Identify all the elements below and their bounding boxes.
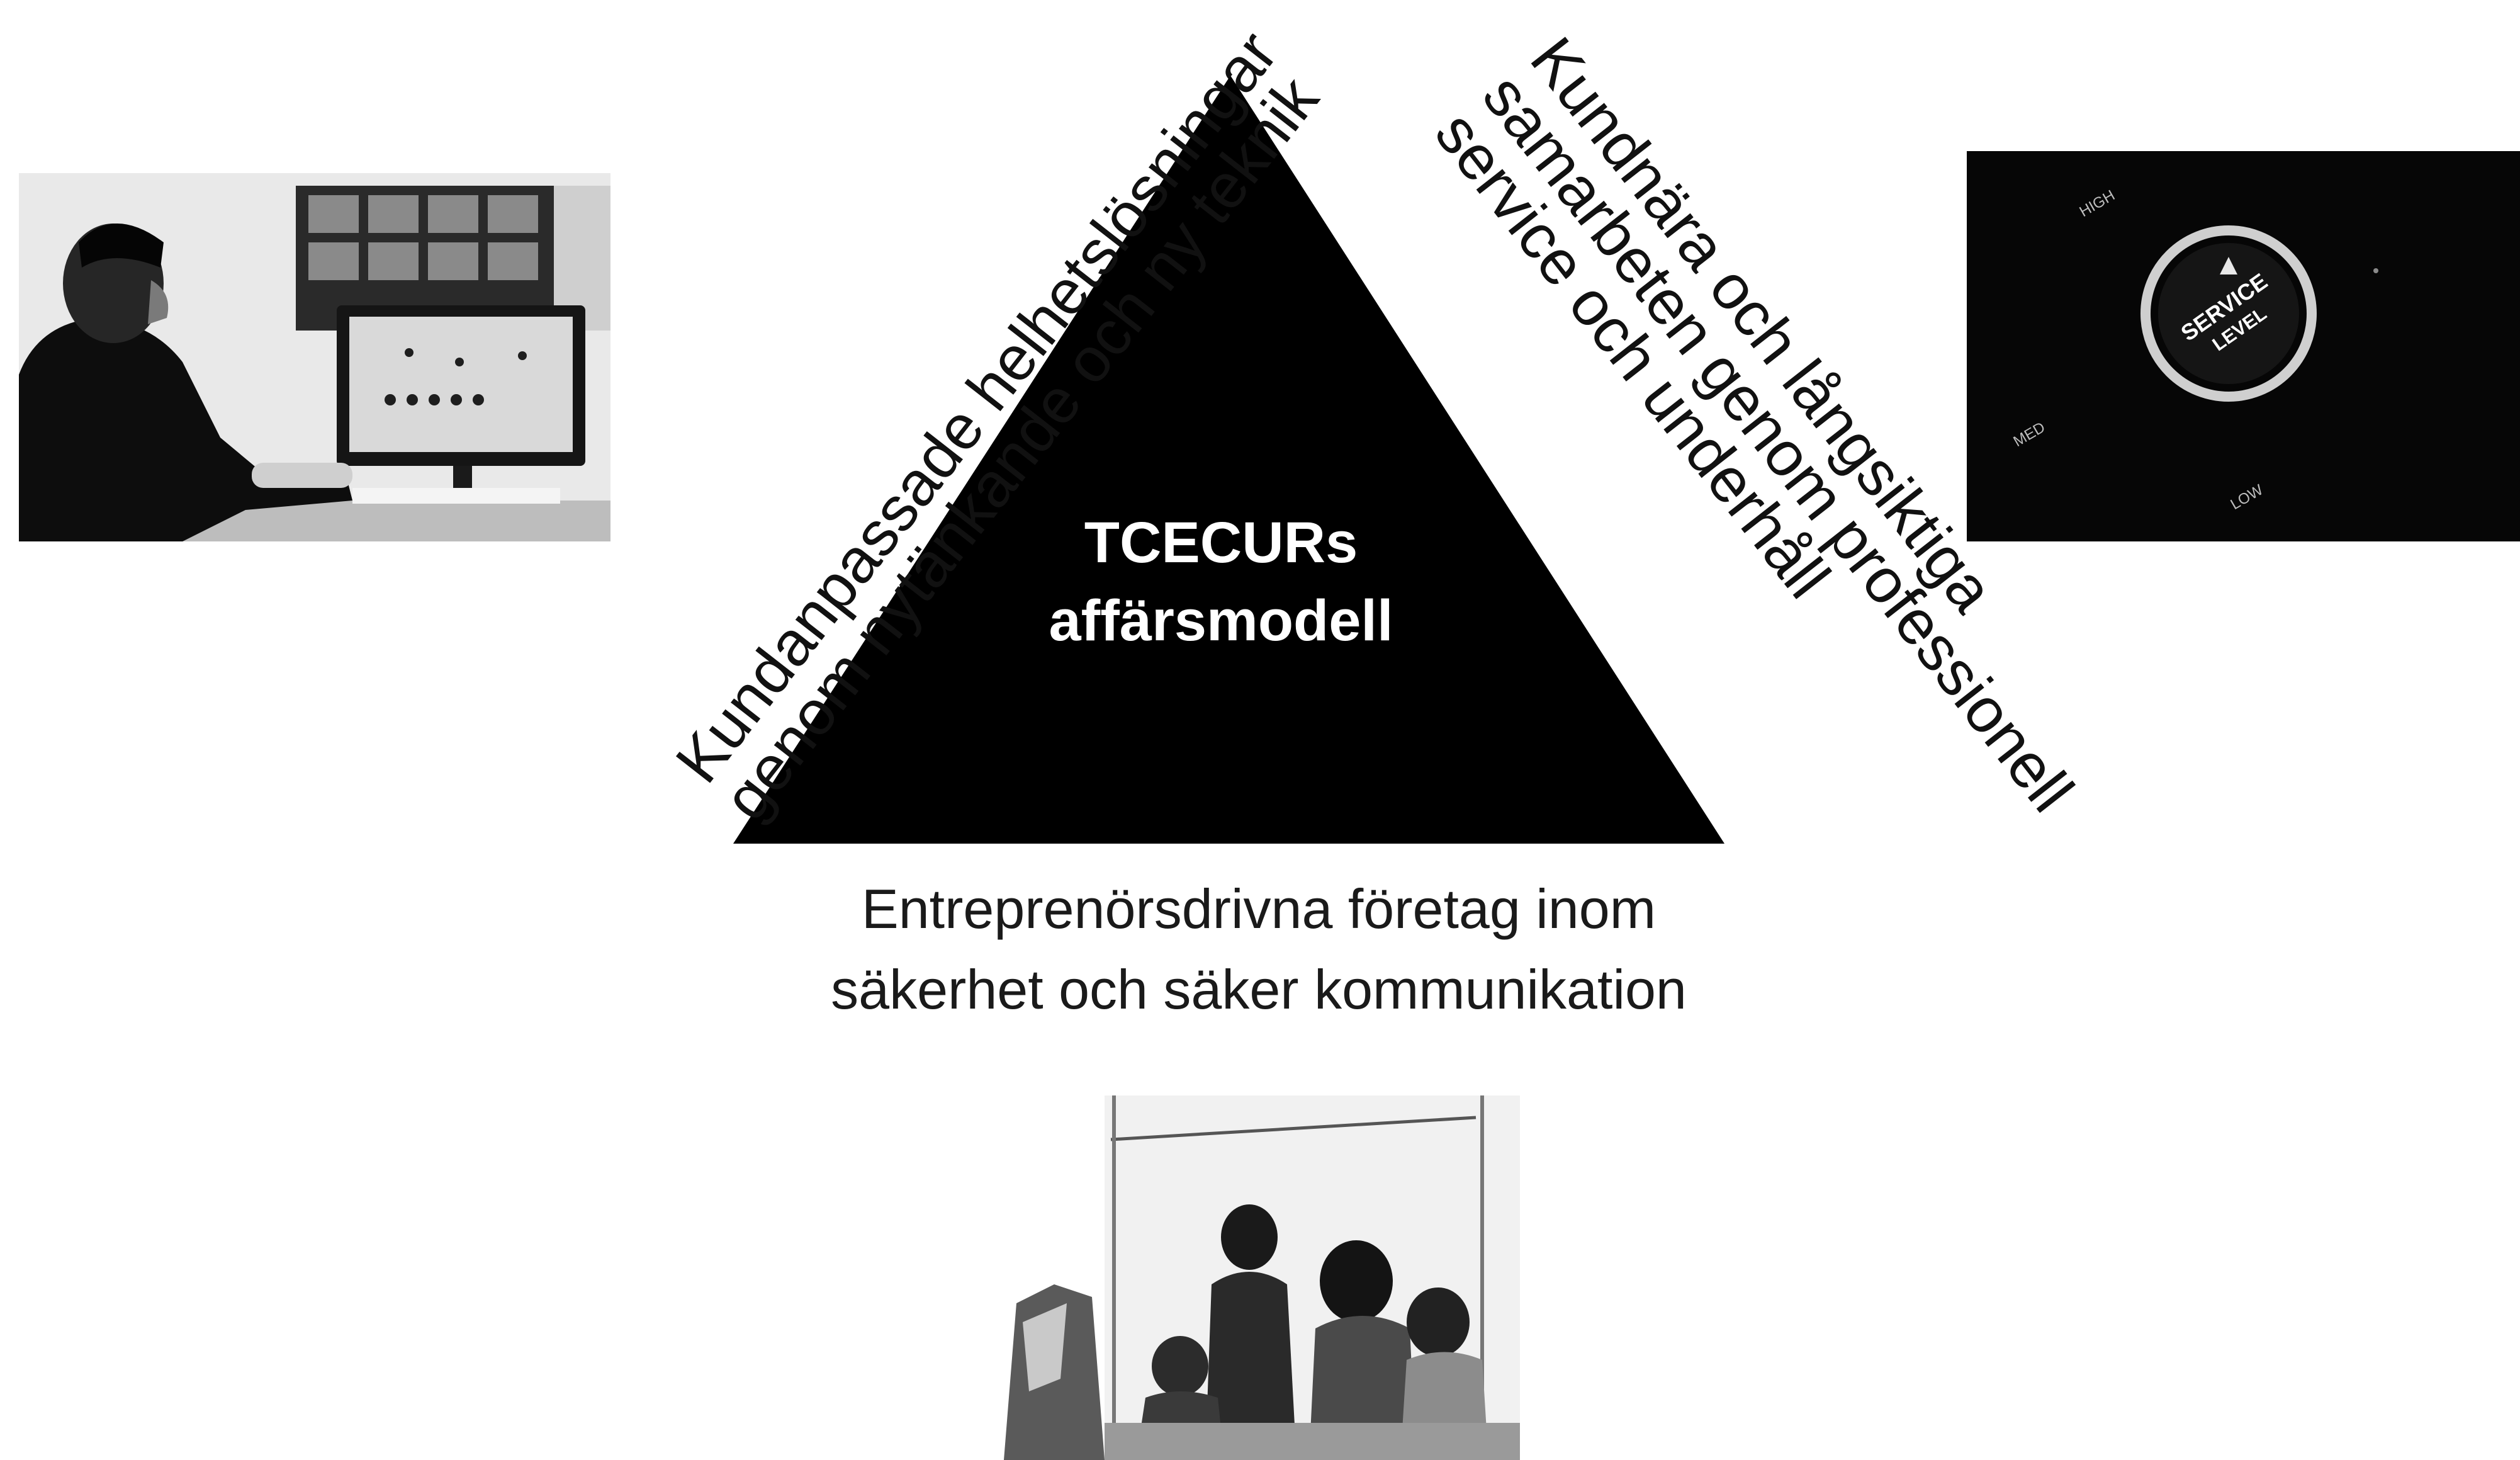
triangle-title-line1: TCECURs: [1084, 511, 1358, 575]
bottom-caption: Entreprenörsdrivna företag inom säkerhet…: [692, 869, 1825, 1030]
triangle-shape: [733, 76, 1724, 844]
office-workstation-photo: [19, 173, 610, 541]
bottom-caption-line1: Entreprenörsdrivna företag inom: [862, 878, 1656, 940]
team-meeting-photo: [960, 1095, 1520, 1460]
triangle-title: TCECURs affärsmodell: [982, 504, 1460, 660]
service-level-dial-photo: SERVICE LEVEL HIGH MED LOW: [1967, 151, 2520, 541]
triangle-title-line2: affärsmodell: [1049, 589, 1393, 653]
bottom-caption-line2: säkerhet och säker kommunikation: [831, 958, 1687, 1021]
